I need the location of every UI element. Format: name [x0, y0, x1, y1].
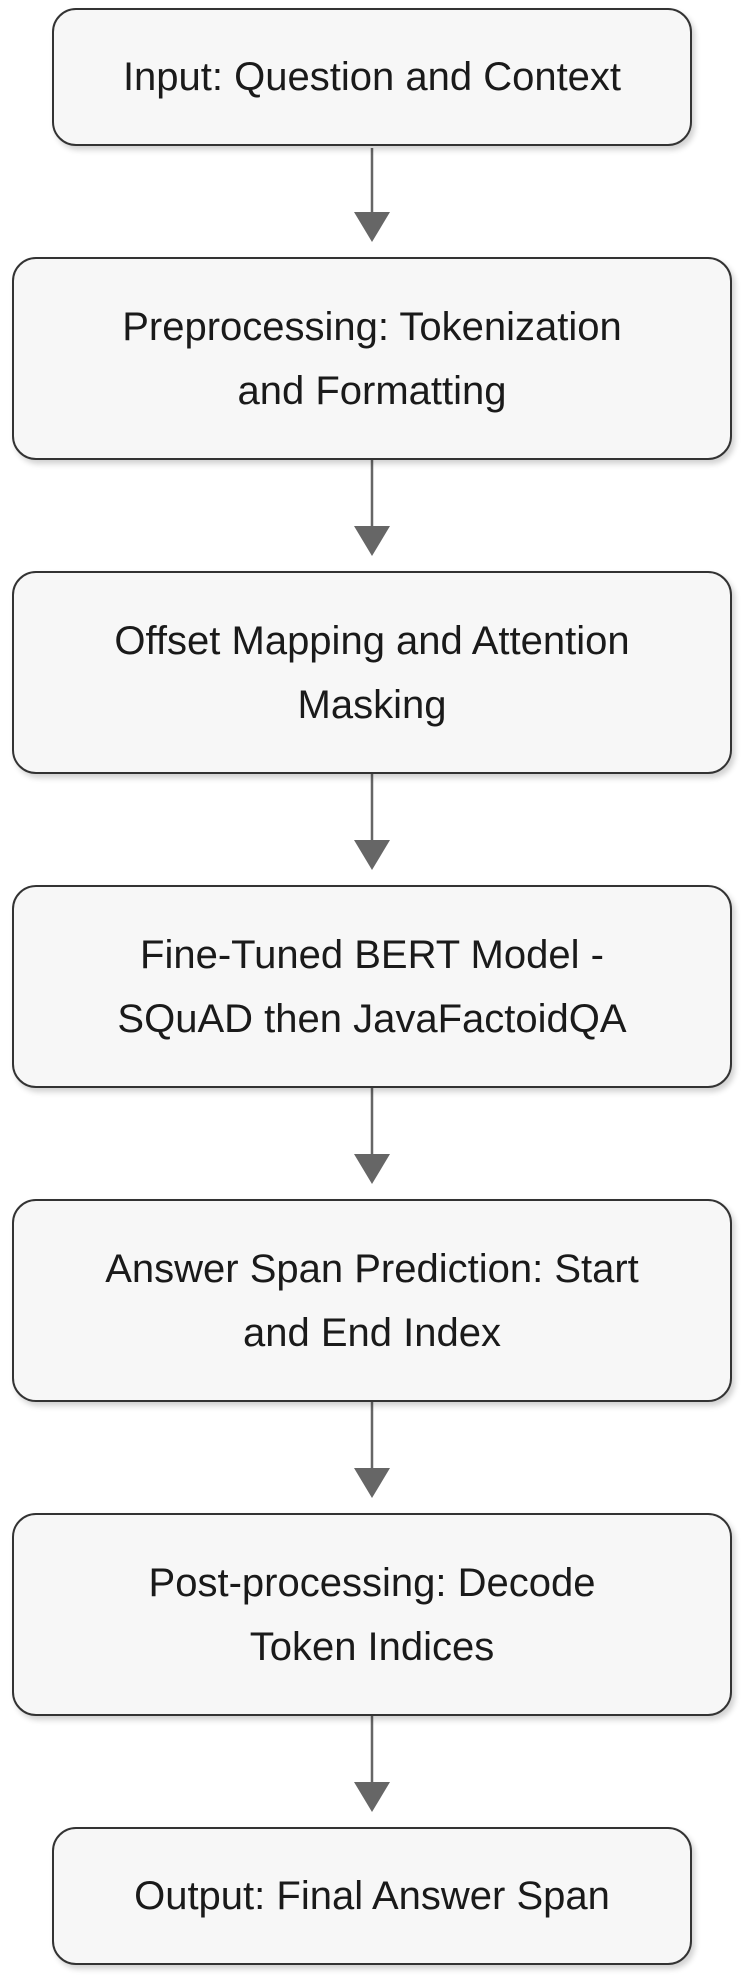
arrow-offset-to-model [354, 774, 390, 870]
node-offset-mapping-label: Offset Mapping and Attention Masking [114, 618, 630, 727]
arrow-postprocessing-to-output [354, 1716, 390, 1812]
node-input: Input: Question and Context [52, 8, 692, 146]
arrow-span-to-postprocessing [354, 1402, 390, 1498]
node-bert-model-label: Fine-Tuned BERT Model - SQuAD then JavaF… [117, 932, 627, 1041]
node-preprocessing-label: Preprocessing: Tokenization and Formatti… [122, 304, 622, 413]
node-post-processing-label: Post-processing: Decode Token Indices [148, 1560, 596, 1669]
node-post-processing: Post-processing: Decode Token Indices [12, 1513, 732, 1716]
node-offset-mapping: Offset Mapping and Attention Masking [12, 571, 732, 774]
node-output-label: Output: Final Answer Span [134, 1874, 610, 1918]
node-output: Output: Final Answer Span [52, 1827, 692, 1965]
arrow-input-to-preprocessing [354, 148, 390, 242]
node-answer-span-prediction-label: Answer Span Prediction: Start and End In… [105, 1246, 639, 1355]
node-input-label: Input: Question and Context [122, 55, 622, 99]
node-preprocessing: Preprocessing: Tokenization and Formatti… [12, 257, 732, 460]
arrow-preprocessing-to-offset [354, 460, 390, 556]
arrow-model-to-span [354, 1088, 390, 1184]
node-bert-model: Fine-Tuned BERT Model - SQuAD then JavaF… [12, 885, 732, 1088]
node-answer-span-prediction: Answer Span Prediction: Start and End In… [12, 1199, 732, 1402]
